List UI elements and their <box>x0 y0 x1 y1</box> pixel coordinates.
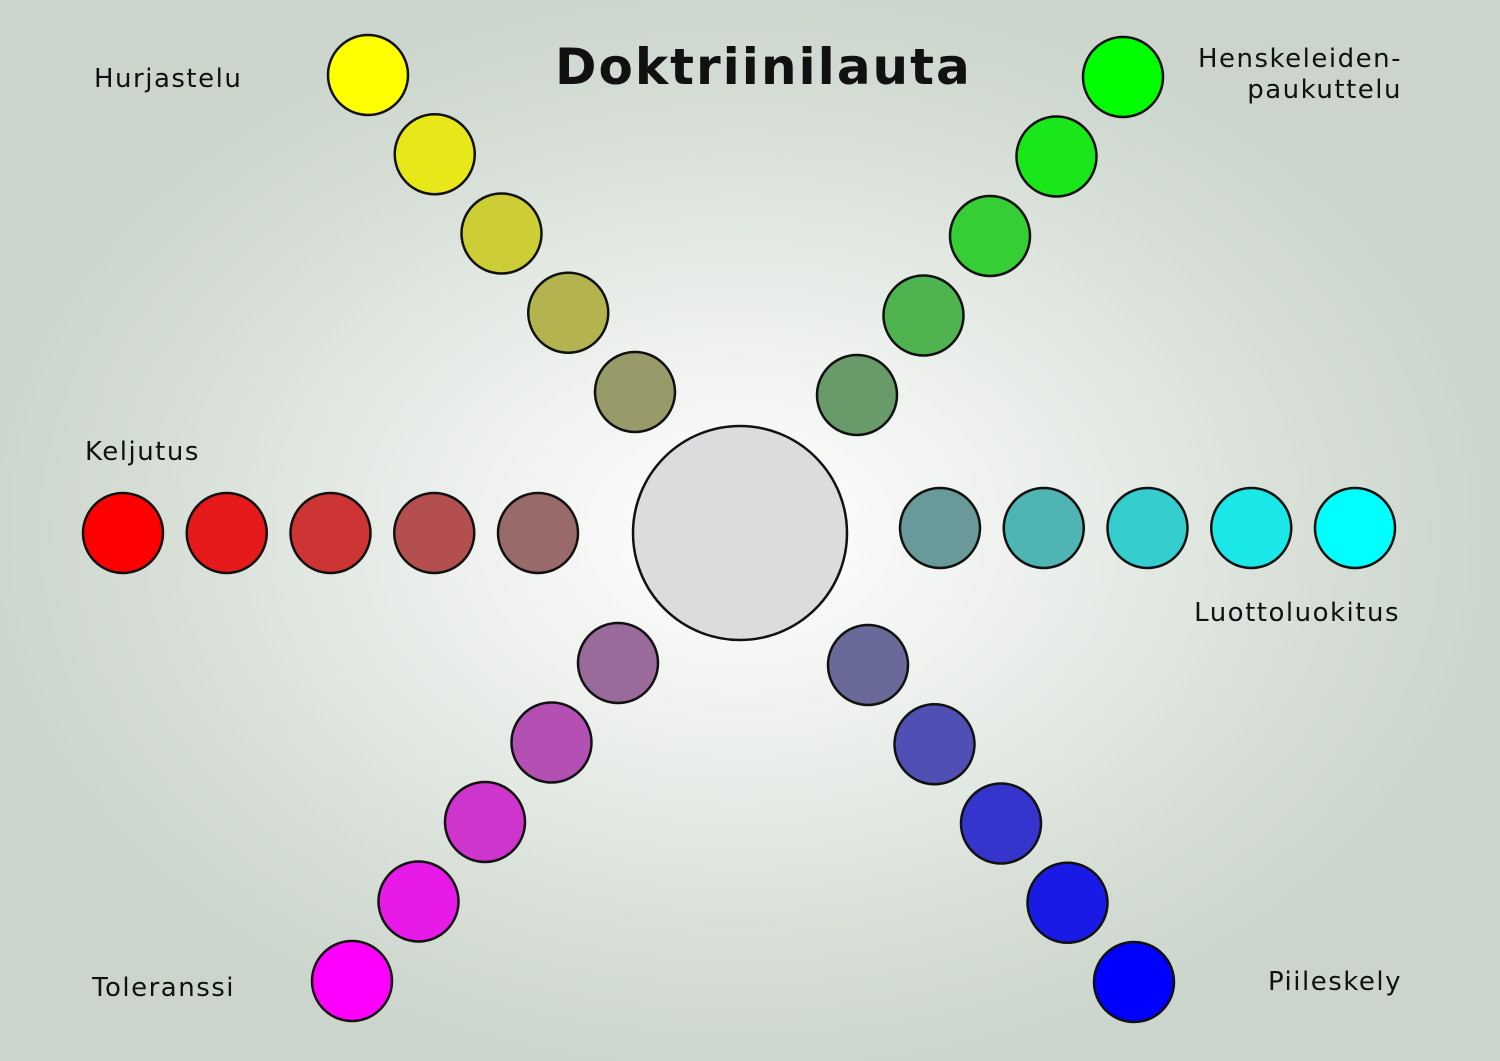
track-space-piileskely-1[interactable] <box>826 623 910 707</box>
track-space-keljutus-3[interactable] <box>289 491 372 575</box>
track-hurjastelu <box>326 33 677 434</box>
track-space-toleranssi-4[interactable] <box>377 860 460 943</box>
track-keljutus <box>81 491 580 575</box>
track-space-piileskely-3[interactable] <box>959 782 1043 865</box>
doctrine-label-hurjastelu: Hurjastelu <box>94 64 243 94</box>
track-space-hurjastelu-1[interactable] <box>593 350 677 434</box>
doctrine-label-piileskely: Piileskely <box>1267 967 1402 997</box>
board-title: Doktriinilauta <box>555 38 972 96</box>
doctrine-label-henskeleiden: Henskeleiden- paukuttelu <box>1197 44 1402 105</box>
doctrine-label-luottoluokitus: Luottoluokitus <box>1194 598 1400 628</box>
track-space-keljutus-2[interactable] <box>393 491 476 575</box>
track-space-keljutus-1[interactable] <box>496 491 580 575</box>
track-space-piileskely-4[interactable] <box>1026 861 1109 944</box>
track-piileskely <box>826 623 1176 1024</box>
track-space-henskeleiden-2[interactable] <box>882 274 965 357</box>
track-henskeleiden <box>815 35 1165 437</box>
track-space-hurjastelu-5[interactable] <box>326 33 410 117</box>
track-space-hurjastelu-2[interactable] <box>527 271 610 354</box>
track-space-keljutus-4[interactable] <box>185 491 268 575</box>
track-space-henskeleiden-1[interactable] <box>815 353 899 437</box>
track-space-hurjastelu-4[interactable] <box>393 113 476 196</box>
track-space-toleranssi-3[interactable] <box>443 780 527 864</box>
track-space-henskeleiden-5[interactable] <box>1081 35 1165 119</box>
track-space-luottoluokitus-5[interactable] <box>1313 486 1397 570</box>
track-space-toleranssi-5[interactable] <box>310 939 394 1023</box>
track-luottoluokitus <box>898 486 1397 570</box>
track-space-piileskely-5[interactable] <box>1092 940 1176 1024</box>
track-space-luottoluokitus-4[interactable] <box>1210 486 1293 570</box>
track-space-luottoluokitus-1[interactable] <box>898 486 982 570</box>
track-space-piileskely-2[interactable] <box>893 703 976 786</box>
track-space-toleranssi-2[interactable] <box>510 701 593 784</box>
track-space-toleranssi-1[interactable] <box>576 621 660 705</box>
track-space-henskeleiden-4[interactable] <box>1015 115 1098 198</box>
track-toleranssi <box>310 621 660 1023</box>
doctrine-label-keljutus: Keljutus <box>85 437 200 467</box>
track-space-keljutus-5[interactable] <box>81 491 165 575</box>
track-space-luottoluokitus-3[interactable] <box>1106 486 1189 570</box>
center-circle <box>631 424 849 642</box>
track-space-hurjastelu-3[interactable] <box>460 192 543 275</box>
track-space-henskeleiden-3[interactable] <box>948 194 1032 278</box>
track-space-luottoluokitus-2[interactable] <box>1002 486 1085 570</box>
doctrine-label-toleranssi: Toleranssi <box>92 973 236 1003</box>
